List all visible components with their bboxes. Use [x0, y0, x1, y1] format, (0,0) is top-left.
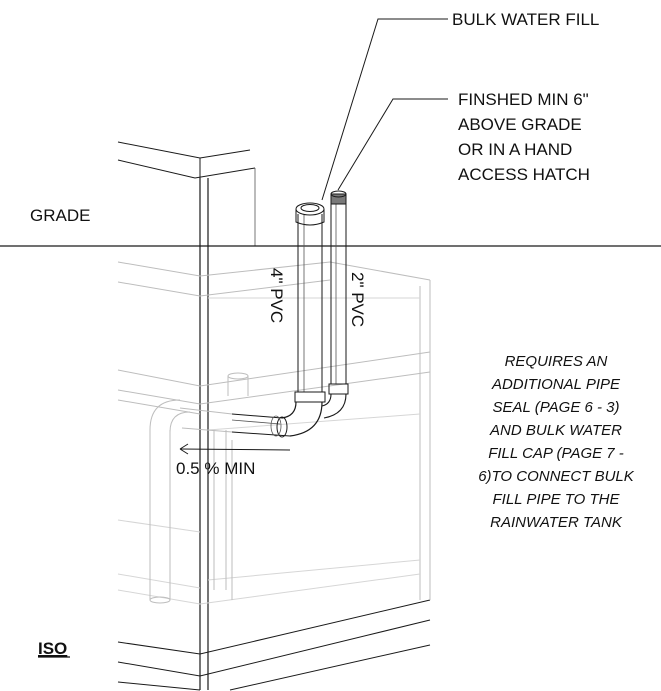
note-line-4: AND BULK WATER [489, 422, 622, 439]
note-line-1: REQUIRES AN [505, 353, 608, 370]
finished-label-line-2: ABOVE GRADE [458, 115, 582, 134]
note-line-2: ADDITIONAL PIPE [491, 376, 621, 393]
grade-label: GRADE [30, 206, 90, 225]
tank-ghost [117, 261, 431, 605]
note-line-6: 6)TO CONNECT BULK [478, 468, 635, 485]
slope-arrow [179, 443, 291, 455]
note-line-8: RAINWATER TANK [490, 514, 623, 531]
bulk-water-fill-label: BULK WATER FILL [452, 10, 599, 29]
pipe-2in [321, 190, 349, 419]
leaders [321, 18, 448, 201]
slope-label: 0.5 % MIN [176, 459, 255, 478]
pipe-4in [179, 202, 326, 438]
building-block [117, 141, 431, 691]
finished-label-line-1: FINSHED MIN 6" [458, 90, 589, 109]
pipe-4in-label: 4" PVC [267, 268, 286, 323]
requirement-note: REQUIRES AN ADDITIONAL PIPE SEAL (PAGE 6… [478, 353, 635, 531]
finished-label-line-4: ACCESS HATCH [458, 165, 590, 184]
note-line-3: SEAL (PAGE 6 - 3) [493, 399, 620, 416]
pipe-2in-label: 2" PVC [348, 272, 367, 327]
view-label: ISO [38, 639, 67, 658]
note-line-5: FILL CAP (PAGE 7 - [488, 445, 624, 462]
note-line-7: FILL PIPE TO THE [493, 491, 621, 508]
finished-label-line-3: OR IN A HAND [458, 140, 572, 159]
